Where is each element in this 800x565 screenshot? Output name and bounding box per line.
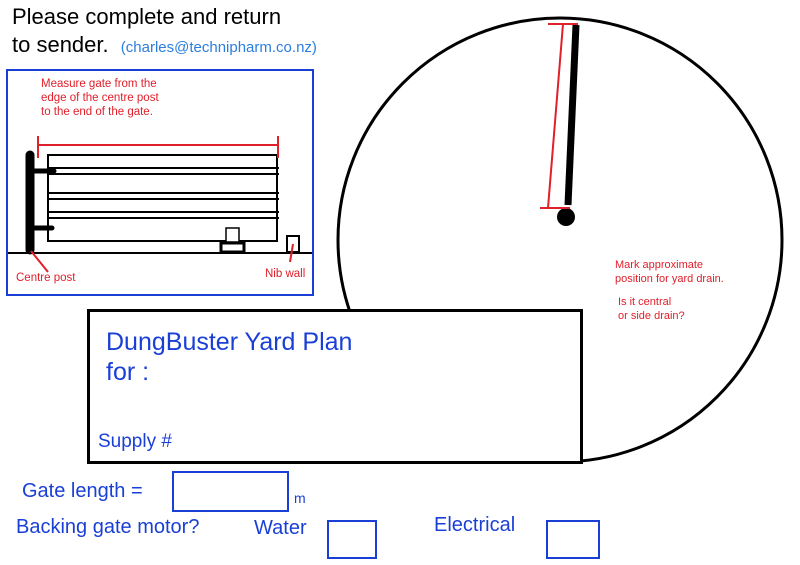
drain-question: Is it central or side drain?	[618, 296, 685, 322]
header-line-1: Please complete and return	[12, 4, 282, 29]
plan-for-label[interactable]: for :	[106, 358, 150, 386]
electrical-label: Electrical	[434, 514, 516, 536]
backing-gate-motor-label: Backing gate motor?	[16, 516, 200, 538]
water-label: Water	[254, 517, 307, 539]
supply-number-label[interactable]: Supply #	[98, 431, 172, 452]
header-instructions: Please complete and return to sender. (c…	[12, 3, 317, 62]
gate-length-unit: m	[294, 490, 306, 506]
nib-wall	[286, 235, 300, 253]
gate-illustration	[8, 136, 312, 273]
gate-measure-line	[540, 23, 578, 209]
gate-diagram-box: Measure gate from the edge of the centre…	[6, 69, 314, 296]
centre-post-label: Centre post	[16, 272, 76, 284]
gate-length-label: Gate length =	[22, 480, 143, 502]
sender-email[interactable]: (charles@technipharm.co.nz)	[120, 39, 317, 56]
plan-title-box: DungBuster Yard Plan for : Supply #	[87, 309, 583, 464]
gate-length-input[interactable]	[172, 471, 289, 512]
nib-wall-label: Nib wall	[265, 268, 306, 280]
gate-needle	[564, 24, 580, 206]
centre-post-dot	[557, 208, 575, 226]
gate-motor	[225, 227, 240, 243]
electrical-input[interactable]	[546, 520, 600, 559]
drain-note: Mark approximate position for yard drain…	[615, 259, 724, 285]
header-line-2: to sender.	[12, 32, 109, 57]
water-input[interactable]	[327, 520, 377, 559]
gate-measure-instruction: Measure gate from the edge of the centre…	[41, 78, 159, 118]
plan-title: DungBuster Yard Plan	[106, 328, 353, 356]
